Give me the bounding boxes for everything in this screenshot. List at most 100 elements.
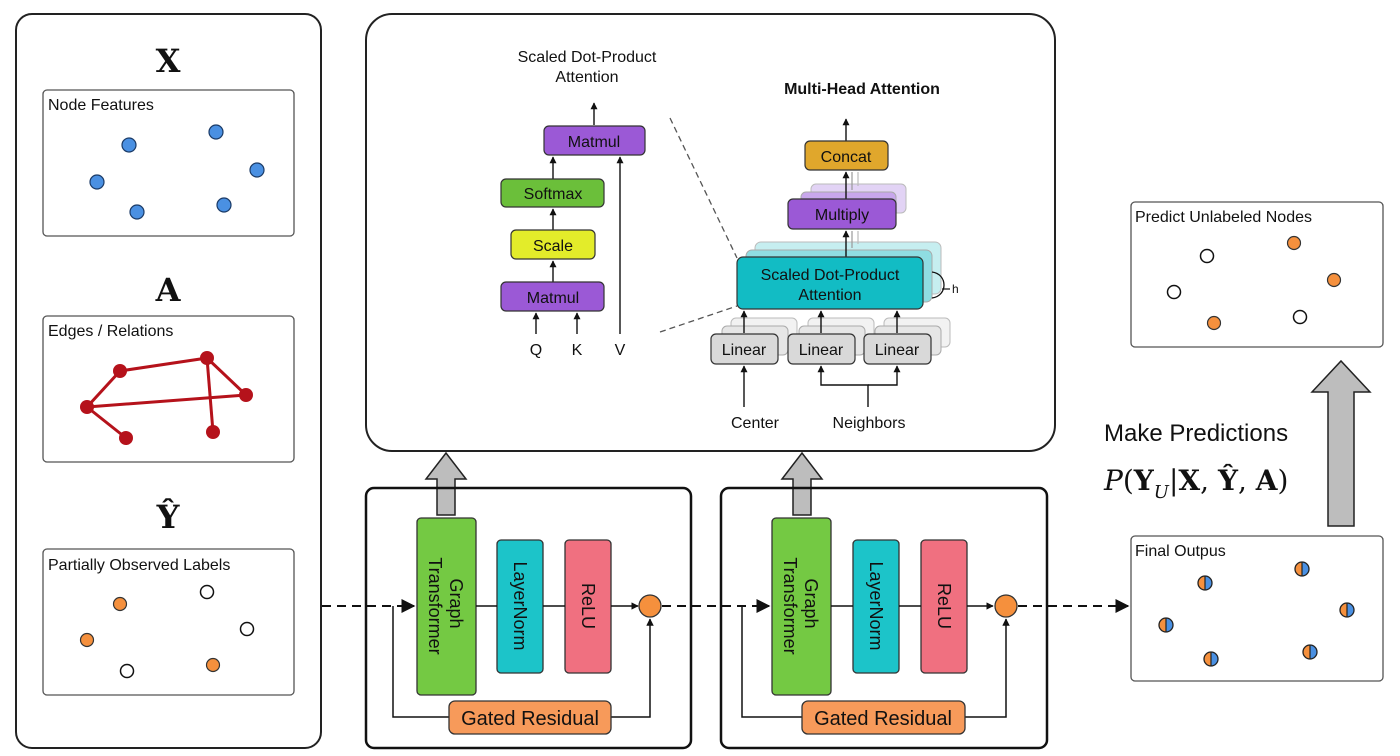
partial-labels-label: Partially Observed Labels: [48, 557, 230, 574]
linear-1-label: Linear: [722, 342, 767, 359]
partial-labels-box: Partially Observed Labels: [42, 548, 295, 696]
graph-transformer-line1: Graph: [801, 578, 821, 628]
feature-node: [89, 174, 105, 190]
edge-node: [200, 351, 214, 365]
input-q: Q: [530, 342, 542, 359]
output-node: [1158, 617, 1174, 633]
sdpa-title-line1: Scaled Dot-Product: [518, 49, 657, 66]
unlabeled-node: [1199, 248, 1215, 264]
node-features-label: Node Features: [48, 97, 154, 114]
unlabeled-node: [239, 621, 255, 637]
unlabeled-node: [1166, 284, 1182, 300]
svg-text:Graph Transformer: Graph Transformer: [425, 557, 466, 654]
linear-stack-1: Linear: [710, 317, 798, 365]
edge-node: [119, 431, 133, 445]
scale-box: [510, 229, 596, 260]
linear-1-box: [710, 333, 779, 365]
linear-2-box: [787, 333, 856, 365]
relu-label: ReLU: [934, 583, 954, 629]
final-outputs-label: Final Outpus: [1135, 543, 1226, 560]
layernorm-label: LayerNorm: [866, 561, 886, 650]
residual-add-node: [994, 594, 1018, 618]
heads-label: h: [952, 282, 959, 296]
edges-label: Edges / Relations: [48, 323, 173, 340]
output-node: [1294, 561, 1310, 577]
relu-label: ReLU: [578, 583, 598, 629]
gated-residual-box: [801, 700, 966, 735]
feature-node: [216, 197, 232, 213]
input-k: K: [572, 342, 583, 359]
output-node: [1197, 575, 1213, 591]
multiply-label: Multiply: [815, 207, 869, 224]
edge-node: [206, 425, 220, 439]
labeled-node: [1286, 235, 1302, 251]
edge-node: [80, 400, 94, 414]
unlabeled-node: [119, 663, 135, 679]
softmax-label: Softmax: [524, 186, 583, 203]
layernorm-label: LayerNorm: [510, 561, 530, 650]
input-panel: X Node Features A Edges / Relations: [15, 13, 322, 749]
gated-residual-label: Gated Residual: [814, 708, 952, 730]
graph-transformer-line2: Transformer: [425, 557, 445, 654]
a-symbol: A: [155, 271, 182, 309]
center-label: Center: [731, 415, 780, 432]
residual-add-node: [638, 594, 662, 618]
sdpa-block: [736, 256, 924, 310]
output-node: [1203, 651, 1219, 667]
sdpa-block-line2: Attention: [798, 287, 861, 304]
concat-label: Concat: [821, 149, 872, 166]
matmul-bottom-label: Matmul: [527, 290, 579, 307]
feature-node: [121, 137, 137, 153]
feature-node: [249, 162, 265, 178]
linear-2-label: Linear: [799, 342, 844, 359]
x-symbol: X: [156, 42, 181, 80]
node-features-box: Node Features: [42, 89, 295, 237]
unlabeled-node: [1292, 309, 1308, 325]
linear-stack-2: Linear: [787, 317, 875, 365]
feature-node: [208, 124, 224, 140]
up-arrow-block-1: [424, 451, 468, 516]
svg-text:Graph Transformer: Graph Transformer: [780, 557, 821, 654]
prediction-box: Predict Unlabeled Nodes: [1130, 201, 1384, 348]
labeled-node: [79, 632, 95, 648]
feature-node: [129, 204, 145, 220]
concat-box: [804, 140, 889, 171]
sdpa-block-line1: Scaled Dot-Product: [761, 267, 900, 284]
graph-transformer-line2: Transformer: [780, 557, 800, 654]
sdpa-title-line2: Attention: [555, 69, 618, 86]
attention-panel: Scaled Dot-Product Attention Matmul Soft…: [365, 13, 1056, 452]
input-v: V: [615, 342, 626, 359]
y-hat-symbol: Ŷ: [156, 498, 181, 536]
predict-label: Predict Unlabeled Nodes: [1135, 209, 1312, 226]
neighbors-label: Neighbors: [833, 415, 906, 432]
labeled-node: [1326, 272, 1342, 288]
matmul-top-label: Matmul: [568, 134, 620, 151]
linear-stack-3: Linear: [863, 317, 951, 365]
svg-text:P(YU|X, Ŷ, A): P(YU|X, Ŷ, A): [1103, 464, 1288, 503]
softmax-box: [500, 178, 605, 208]
linear-3-box: [863, 333, 932, 365]
linear-3-label: Linear: [875, 342, 920, 359]
transformer-block-1: Graph Transformer LayerNorm ReLU Gated R…: [364, 486, 693, 750]
output-node: [1339, 602, 1355, 618]
edge-node: [239, 388, 253, 402]
up-arrow-block-2: [780, 451, 824, 516]
labeled-node: [205, 657, 221, 673]
final-outputs-box: Final Outpus: [1130, 535, 1384, 682]
scale-label: Scale: [533, 238, 573, 255]
unlabeled-node: [199, 584, 215, 600]
transformer-block-2: Graph Transformer LayerNorm ReLU Gated R…: [719, 486, 1049, 750]
matmul-top-box: [543, 125, 646, 156]
labeled-node: [112, 596, 128, 612]
make-predictions-label: Make Predictions: [1104, 420, 1288, 447]
multiply-box: [787, 198, 897, 230]
prediction-formula: P(YU|X, Ŷ, A): [1103, 464, 1288, 503]
gated-residual-label: Gated Residual: [461, 708, 599, 730]
edges-box: Edges / Relations: [42, 315, 295, 463]
edge-node: [113, 364, 127, 378]
up-arrow-predictions: [1310, 359, 1372, 527]
output-node: [1302, 644, 1318, 660]
mha-title: Multi-Head Attention: [784, 81, 940, 98]
labeled-node: [1206, 315, 1222, 331]
gated-residual-box: [448, 700, 612, 735]
